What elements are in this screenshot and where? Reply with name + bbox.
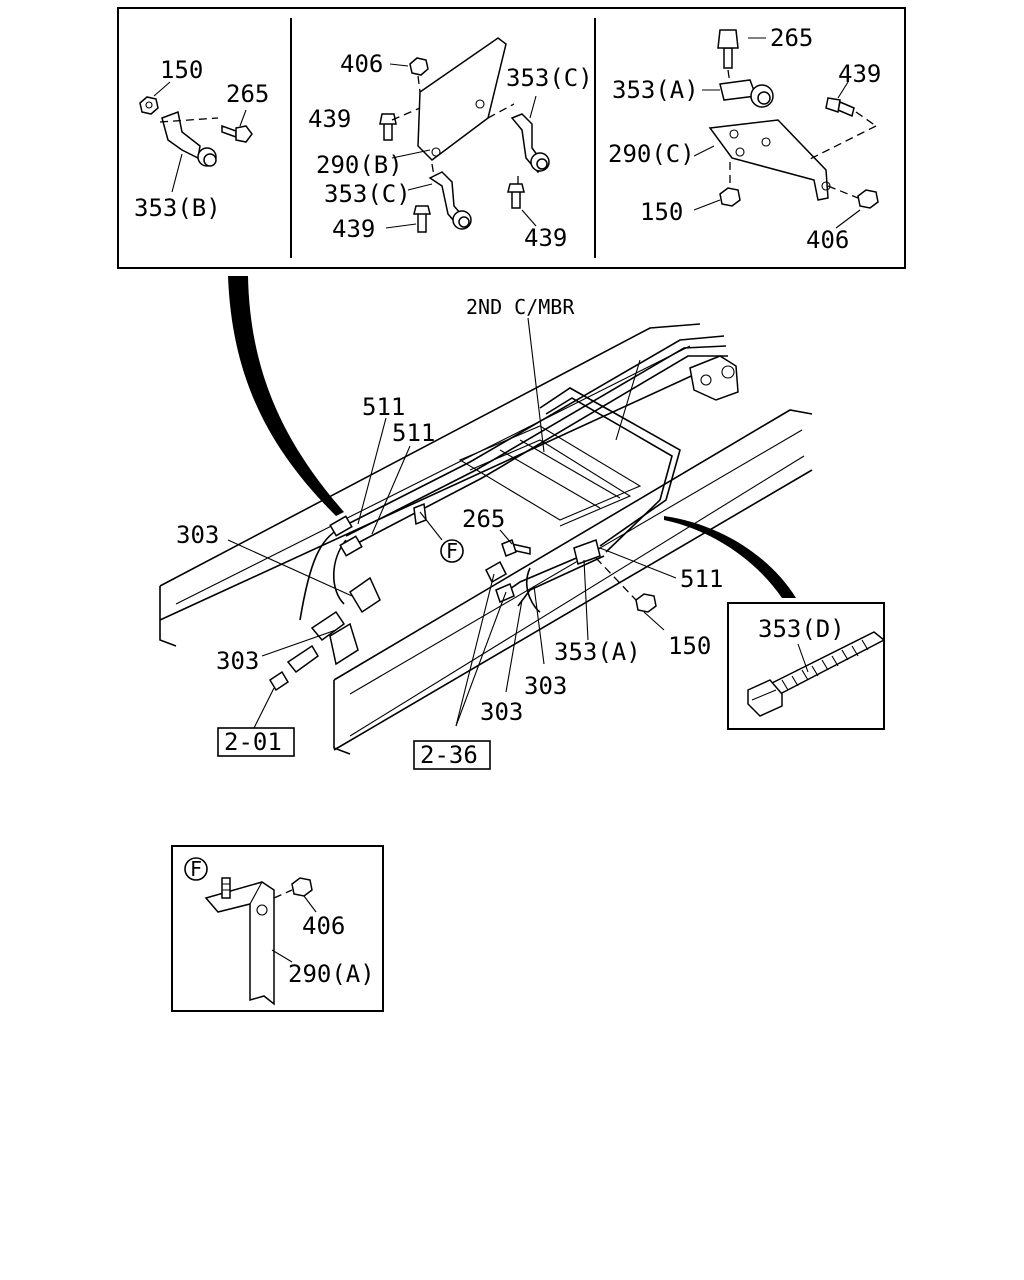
main-leaders <box>227 317 677 729</box>
ref-box-2-01 <box>217 727 295 757</box>
label-290c: 290(C) <box>608 140 695 168</box>
label-353a-a: 353(A) <box>612 76 699 104</box>
bracket-290a-icon <box>204 881 275 1006</box>
brake-pipes <box>268 335 739 692</box>
label-265-c: 265 <box>462 505 505 533</box>
label-511-b: 511 <box>392 419 435 447</box>
label-290a: 290(A) <box>288 960 375 988</box>
label-303-a: 303 <box>176 521 219 549</box>
nut-150-b-icon <box>719 187 741 207</box>
nut-406-b-icon <box>857 189 879 209</box>
label-303-d: 303 <box>480 698 523 726</box>
clamp-353b-icon <box>161 110 201 160</box>
nut-406-c-icon <box>291 877 313 897</box>
label-150-b: 150 <box>640 198 683 226</box>
top-detail-frame <box>117 7 906 269</box>
label-439-b: 439 <box>332 215 375 243</box>
label-353c-a: 353(C) <box>506 64 593 92</box>
label-265: 265 <box>226 80 269 108</box>
label-150-c: 150 <box>668 632 711 660</box>
callout-arc-right <box>664 516 796 598</box>
label-303-c: 303 <box>524 672 567 700</box>
stud-icon <box>221 877 231 899</box>
frame-rails <box>159 323 813 755</box>
label-353b: 353(B) <box>134 194 221 222</box>
nut-150-icon <box>139 96 159 115</box>
bolt-265-icon <box>221 124 237 139</box>
label-150: 150 <box>160 56 203 84</box>
label-406-c: 406 <box>302 912 345 940</box>
panel-detail-f: F 406 290(A) <box>171 845 384 1012</box>
bracket-290b-icon <box>417 37 507 161</box>
label-353d: 353(D) <box>758 615 845 643</box>
panel-bracket-290b: 406 439 353(C) 290(B) 353(C) 439 439 <box>308 37 593 252</box>
ref-2-01: 2-01 <box>224 728 282 756</box>
panel-clamp-353b: 150 265 353(B) <box>134 56 269 222</box>
ref-2-36: 2-36 <box>420 741 478 769</box>
label-439-c: 439 <box>524 224 567 252</box>
bolt-439-b-icon <box>837 100 855 118</box>
label-439-d: 439 <box>838 60 881 88</box>
panel-bracket-290c: 265 353(A) 439 290(C) 150 406 <box>608 24 881 254</box>
label-353a-b: 353(A) <box>554 638 641 666</box>
bracket-290c-icon <box>708 119 829 201</box>
label-406-b: 406 <box>806 226 849 254</box>
label-406: 406 <box>340 50 383 78</box>
nut-406-icon <box>409 57 429 76</box>
label-353c-b: 353(C) <box>324 180 411 208</box>
ref-box-2-36 <box>413 740 491 770</box>
bolt-265-b-icon <box>723 47 733 69</box>
label-439-a: 439 <box>308 105 351 133</box>
marker-f: F <box>446 539 458 563</box>
callout-arc-left <box>228 276 344 516</box>
label-290b: 290(B) <box>316 151 403 179</box>
label-303-b: 303 <box>216 647 259 675</box>
detail-f-marker: F <box>190 857 202 881</box>
panel-cable-tie-353d: 353(D) <box>727 602 886 730</box>
label-265-b: 265 <box>770 24 813 52</box>
marker-f-circle <box>440 539 464 563</box>
label-511-a: 511 <box>362 393 405 421</box>
label-2nd-cmbr: 2ND C/MBR <box>466 295 575 319</box>
label-511-c: 511 <box>680 565 723 593</box>
